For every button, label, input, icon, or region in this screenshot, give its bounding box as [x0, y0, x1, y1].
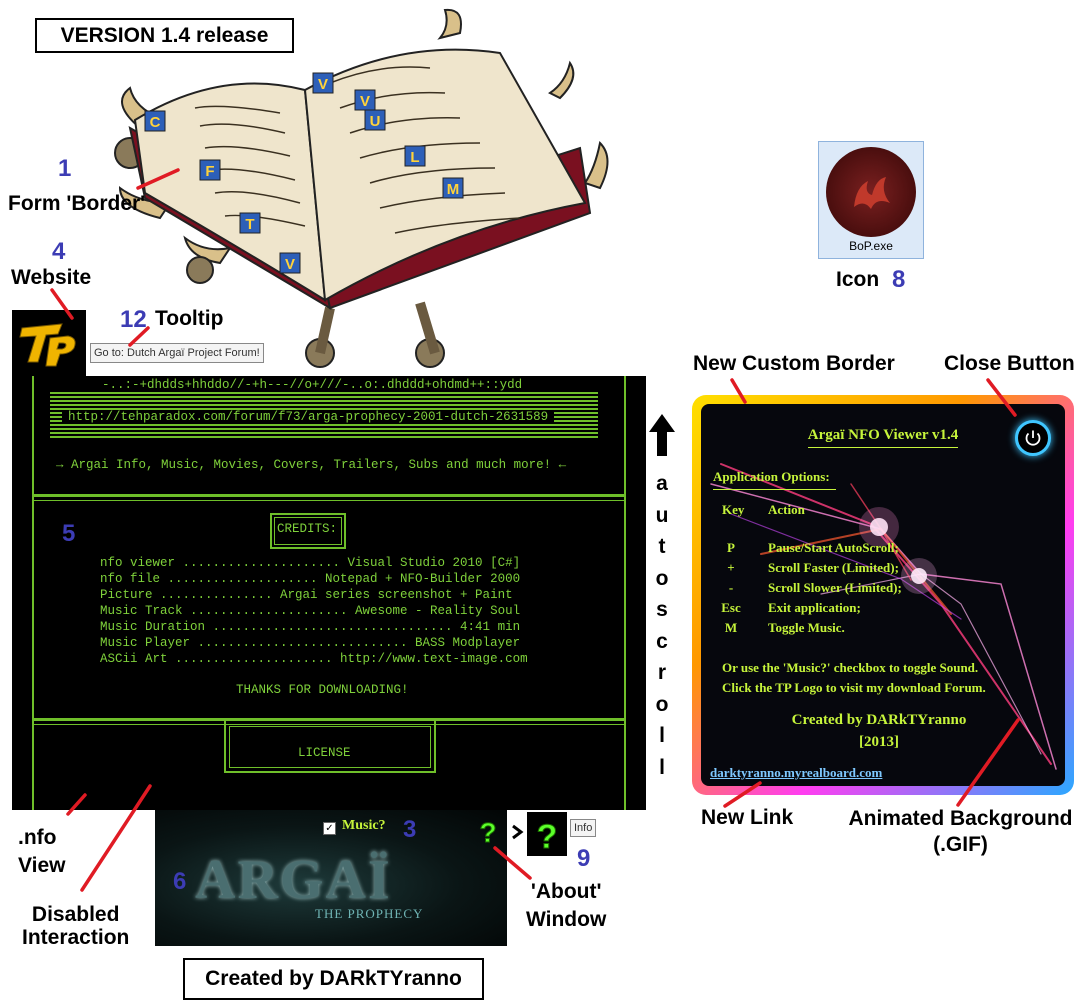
- arrow-up-icon: [649, 414, 675, 456]
- book-illustration: C F T V V V U L M: [114, 8, 609, 368]
- logo-note: Click the TP Logo to visit my download F…: [722, 680, 986, 695]
- credit-line: nfo file .................... Notepad + …: [100, 572, 521, 586]
- desktop-icon[interactable]: BoP.exe: [818, 141, 924, 259]
- music-checkbox-label: Music?: [342, 818, 386, 833]
- shortcut-action: Pause/Start AutoScroll;: [768, 540, 899, 555]
- viewer-year: [2013]: [859, 734, 899, 750]
- nfo-view: -..:-+dhdds+hhddo//-+h---//o+///-..o:.dh…: [12, 376, 646, 810]
- credit-line: Music Track ..................... Awesom…: [100, 604, 521, 618]
- bop-app-icon: [826, 147, 916, 237]
- close-button-label: Close Button: [944, 352, 1075, 375]
- number-3: 3: [403, 816, 417, 843]
- shortcut-key: -: [728, 580, 734, 595]
- number-4: 4: [52, 238, 66, 265]
- argai-logo-subtitle: THE PROPHECY: [315, 906, 424, 921]
- emblem-icon: [854, 177, 890, 209]
- shortcut-key: Esc: [721, 600, 741, 615]
- nfo-tagline: → Argai Info, Music, Movies, Covers, Tra…: [56, 458, 567, 472]
- form-border-label: Form 'Border': [8, 192, 146, 215]
- nfo-ascii-top: -..:-+dhdds+hhddo//-+h---//o+///-..o:.dh…: [102, 378, 523, 392]
- new-link-label: New Link: [701, 806, 794, 829]
- argai-logo-title: ARGAÏ: [195, 849, 392, 911]
- chevron-right-icon: [512, 824, 524, 840]
- viewer-credit: Created by DARkTYranno: [791, 712, 967, 728]
- shortcut-key: M: [724, 620, 738, 635]
- number-1: 1: [58, 155, 72, 182]
- number-9: 9: [577, 845, 591, 872]
- new-custom-border-label: New Custom Border: [693, 352, 895, 375]
- close-button[interactable]: [1015, 420, 1051, 456]
- credit-line: Music Duration .........................…: [100, 620, 521, 634]
- tp-logo-button[interactable]: [12, 310, 86, 376]
- shortcut-key: P: [727, 540, 735, 555]
- animated-background: [710, 463, 1057, 770]
- svg-text:?: ?: [479, 817, 496, 846]
- nfo-url: http://tehparadox.com/forum/f73/arga-pro…: [62, 410, 555, 424]
- svg-text:F: F: [205, 163, 214, 180]
- tp-logo-icon: [19, 323, 76, 367]
- svg-text:L: L: [410, 149, 419, 166]
- music-checkbox[interactable]: ✓: [323, 822, 336, 835]
- nfo-viewer-window: Argaï NFO Viewer v1.4 Application Option…: [692, 395, 1074, 795]
- shortcut-action: Exit application;: [768, 600, 861, 615]
- credit-line: nfo viewer ..................... Visual …: [100, 556, 521, 570]
- number-5: 5: [62, 520, 76, 547]
- credit-line: ASCii Art ..................... http://w…: [100, 652, 528, 666]
- tooltip-label: Tooltip: [155, 307, 224, 330]
- shortcut-action: Toggle Music.: [768, 620, 845, 635]
- number-8: 8: [892, 266, 906, 293]
- svg-text:V: V: [318, 76, 328, 93]
- argai-banner: ✓ Music? ARGAÏ THE PROPHECY ?: [155, 810, 507, 946]
- animated-background-label: Animated Background(.GIF): [848, 807, 1073, 856]
- website-link[interactable]: darktyranno.myrealboard.com: [710, 765, 883, 780]
- music-note: Or use the 'Music?' checkbox to toggle S…: [722, 660, 979, 675]
- license-text: LICENSE: [298, 746, 351, 760]
- viewer-title: Argaï NFO Viewer v1.4: [701, 426, 1065, 448]
- svg-text:?: ?: [537, 818, 558, 856]
- credit-line: Picture ............... Argai series scr…: [100, 588, 513, 602]
- thanks-text: THANKS FOR DOWNLOADING!: [236, 683, 409, 697]
- website-tooltip: Go to: Dutch Argaï Project Forum!: [90, 343, 264, 363]
- desktop-icon-label: BoP.exe: [849, 239, 893, 253]
- svg-text:C: C: [150, 114, 161, 131]
- about-window-thumbnail: ?: [527, 812, 567, 857]
- credit-line: Music Player ...........................…: [100, 636, 521, 650]
- key-column-header: Key: [722, 502, 745, 517]
- shortcut-action: Scroll Slower (Limited);: [768, 580, 902, 595]
- website-label: Website: [11, 266, 92, 289]
- number-6: 6: [173, 868, 187, 895]
- about-window-label: 'About'Window: [526, 880, 607, 931]
- svg-text:V: V: [285, 256, 295, 273]
- svg-text:U: U: [370, 113, 381, 130]
- icon-label: Icon: [836, 268, 880, 291]
- svg-text:V: V: [360, 93, 370, 110]
- shortcut-action: Scroll Faster (Limited);: [768, 560, 899, 575]
- number-12: 12: [120, 306, 147, 333]
- version-label: VERSION 1.4 release: [35, 18, 294, 53]
- action-column-header: Action: [768, 502, 805, 517]
- created-by-label: Created by DARkTYranno: [183, 958, 484, 1000]
- options-title: Application Options:: [713, 469, 836, 490]
- svg-text:M: M: [447, 181, 460, 198]
- svg-text:T: T: [245, 216, 254, 233]
- license-box: [224, 721, 436, 773]
- info-tooltip: Info: [570, 819, 597, 837]
- credits-header-box: [270, 513, 346, 549]
- about-question-icon[interactable]: ?: [475, 816, 501, 849]
- power-icon: [1025, 430, 1041, 446]
- credits-title: CREDITS:: [277, 522, 338, 536]
- shortcut-key: +: [727, 560, 735, 575]
